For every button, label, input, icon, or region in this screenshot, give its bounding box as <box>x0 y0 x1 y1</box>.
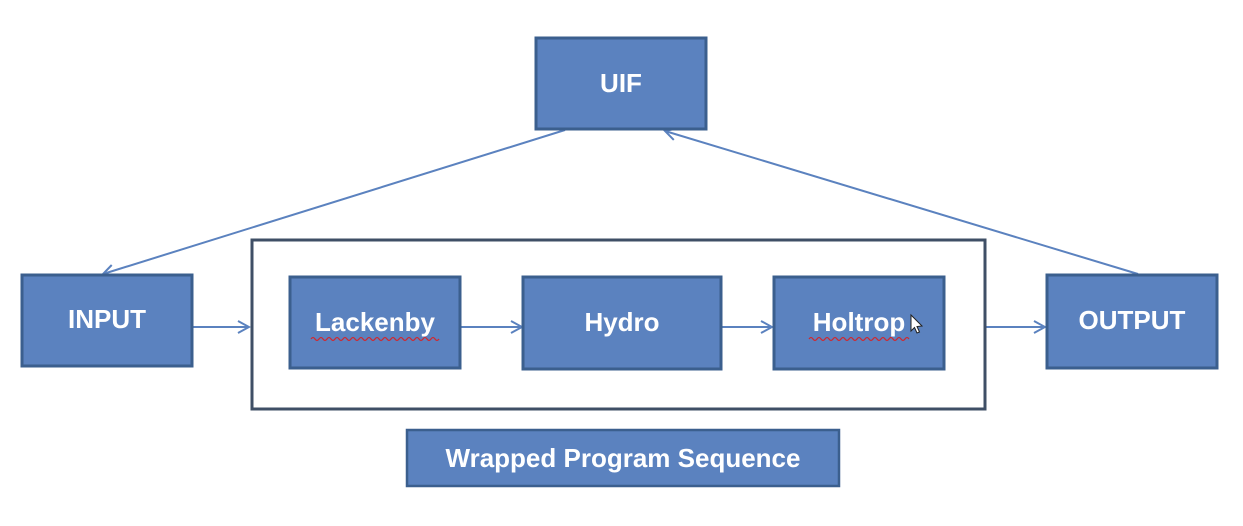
arrow-output-to-uif <box>665 131 1139 275</box>
arrow-uif-to-input <box>103 129 566 274</box>
node-holtrop: Holtrop <box>772 275 946 371</box>
node-hydro: Hydro <box>521 275 723 371</box>
node-output: OUTPUT <box>1045 273 1219 370</box>
node-hydro-label: Hydro <box>584 307 659 337</box>
node-uif: UIF <box>534 36 708 131</box>
node-uif-label: UIF <box>600 68 642 98</box>
wrapped-sequence-frame <box>250 238 987 411</box>
node-lackenby: Lackenby <box>288 275 462 370</box>
sequence-caption: Wrapped Program Sequence <box>446 443 801 473</box>
node-output-label: OUTPUT <box>1079 305 1186 335</box>
connectors <box>103 129 1139 327</box>
node-holtrop-label: Holtrop <box>813 307 905 337</box>
node-input-label: INPUT <box>68 304 146 334</box>
sequence-caption-box: Wrapped Program Sequence <box>405 428 841 488</box>
spellcheck-underline <box>310 336 440 342</box>
node-input: INPUT <box>20 273 194 368</box>
spellcheck-underline <box>808 336 910 342</box>
mouse-pointer-icon <box>910 313 924 334</box>
node-lackenby-label: Lackenby <box>315 307 435 337</box>
